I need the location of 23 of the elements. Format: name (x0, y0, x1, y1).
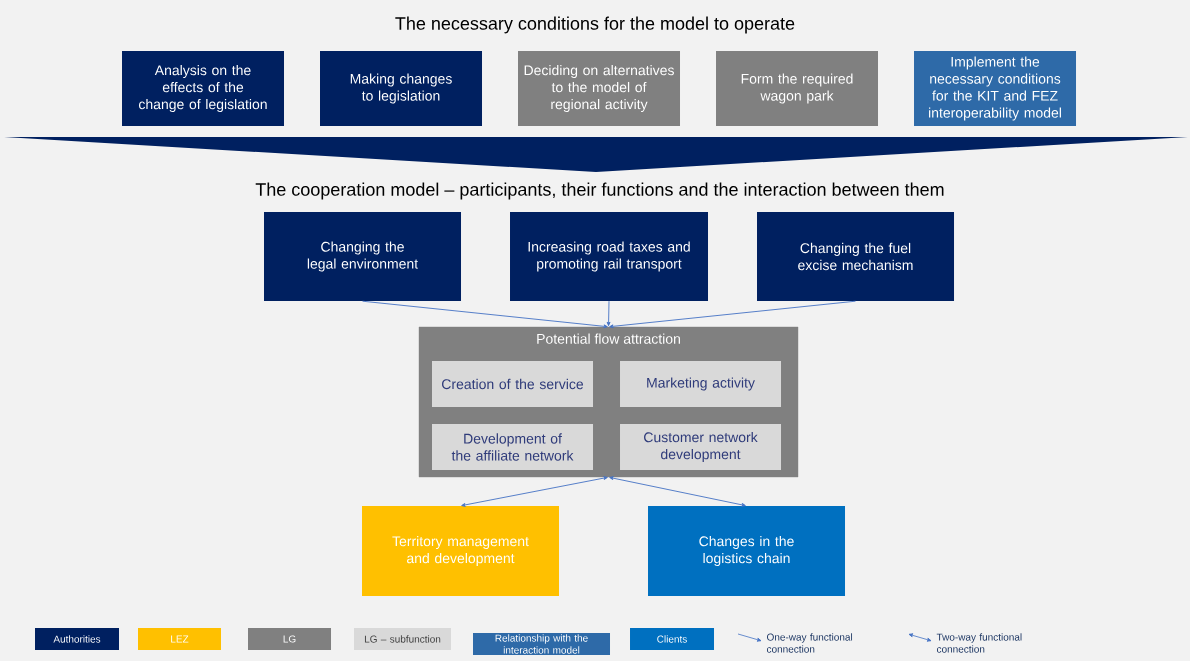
process-box: Making changes to legislation (320, 51, 482, 126)
process-box: Form the required wagon park (716, 51, 878, 126)
process-box: Analysis on the effects of the change of legislation (122, 51, 284, 126)
arrow (461, 476, 608, 507)
process-box: Deciding on alternatives to the model of regional activity (518, 51, 680, 126)
process-box: Increasing road taxes and promoting rail transport (510, 212, 708, 301)
arrow (609, 476, 746, 507)
legend-label: Two-way functional connection (936, 633, 1022, 653)
process-box: Implement the necessary conditions for the KIT and FEZ interoperability model (914, 51, 1076, 126)
process-box: Creation of the service (432, 361, 593, 407)
heading: The necessary conditions for the model to operate (395, 16, 795, 34)
arrow (606, 300, 611, 327)
process-box: Marketing activity (620, 361, 781, 407)
arrow (362, 300, 608, 329)
process-box: Changing the legal environment (264, 212, 461, 301)
process-box: Changes in the logistics chain (648, 506, 845, 596)
process-box: Customer network development (620, 424, 781, 470)
arrow (609, 300, 856, 329)
process-box: Development of the affiliate network (432, 424, 593, 470)
process-box: Territory management and development (362, 506, 559, 596)
process-box: Changing the fuel excise mechanism (757, 212, 954, 301)
heading: The cooperation model – participants, their functions and the interaction between them (255, 182, 944, 200)
legend-label: One-way functional connection (766, 633, 852, 653)
